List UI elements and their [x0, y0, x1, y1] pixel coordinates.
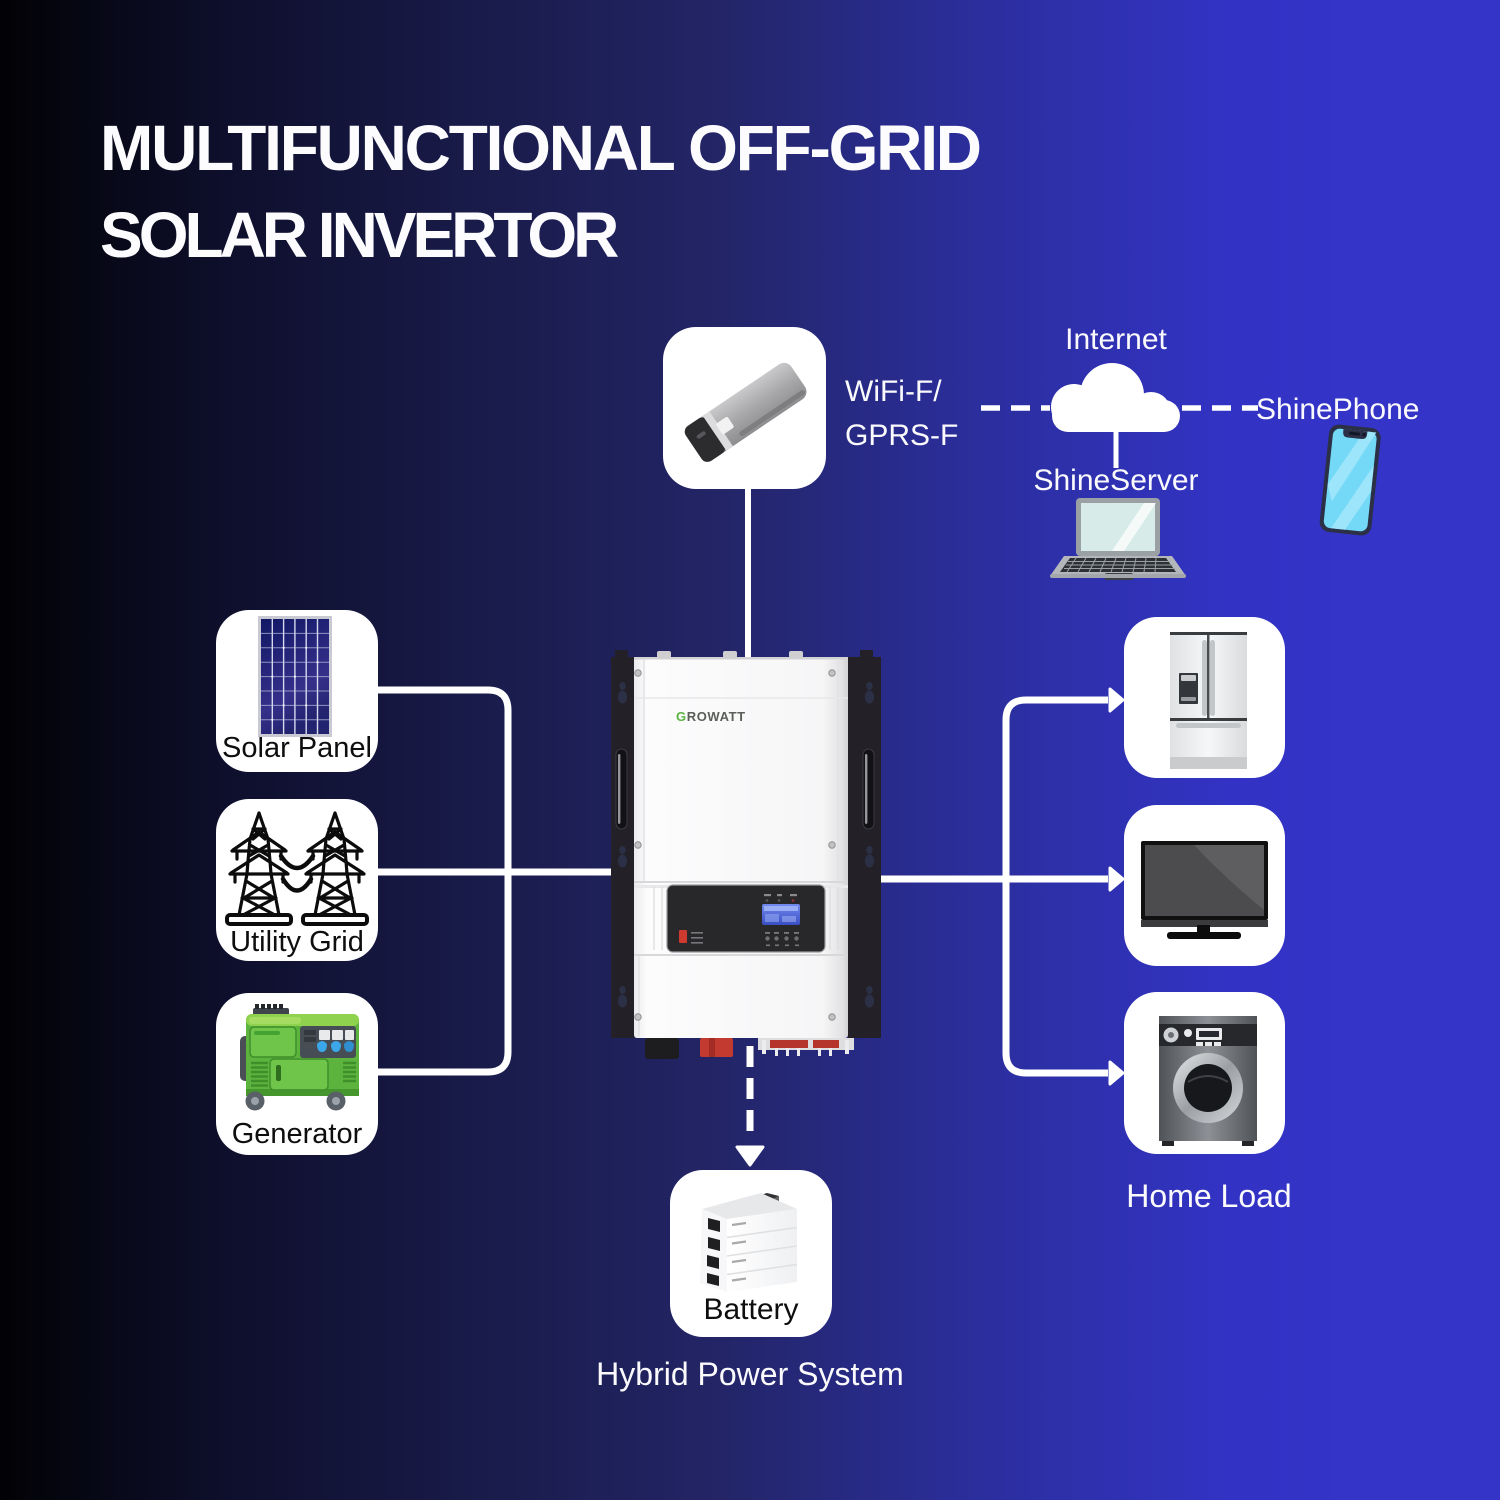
svg-text:GROWATT: GROWATT	[676, 709, 746, 724]
